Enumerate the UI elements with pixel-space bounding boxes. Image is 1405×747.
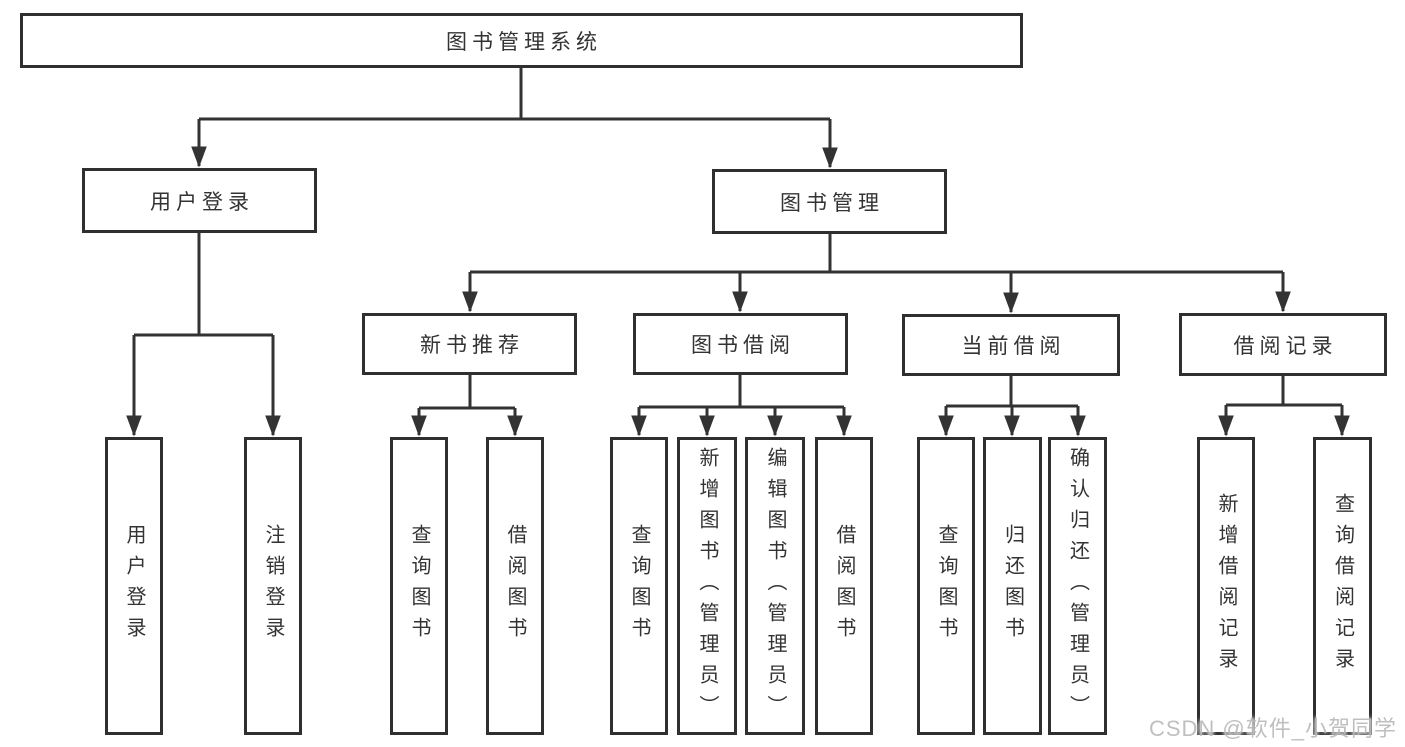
leaf-borrow-books-recommend: 借阅图书 (486, 437, 544, 735)
leaf-query-books-recommend: 查询图书 (390, 437, 448, 735)
leaf-edit-book-admin: 编辑图书（管理员） (745, 437, 805, 735)
node-borrow-records: 借阅记录 (1179, 313, 1387, 376)
node-user-login-branch: 用户登录 (82, 168, 317, 233)
leaf-confirm-return-admin: 确认归还（管理员） (1048, 437, 1107, 735)
leaf-add-borrow-record: 新增借阅记录 (1197, 437, 1255, 735)
leaf-query-borrow-record: 查询借阅记录 (1313, 437, 1372, 735)
leaf-user-login: 用户登录 (105, 437, 163, 735)
leaf-logout: 注销登录 (244, 437, 302, 735)
leaf-add-book-admin: 新增图书（管理员） (677, 437, 737, 735)
leaf-return-book: 归还图书 (983, 437, 1042, 735)
leaf-query-books-current: 查询图书 (917, 437, 975, 735)
leaf-borrow-books-borrow: 借阅图书 (815, 437, 873, 735)
node-book-management-branch: 图书管理 (712, 169, 947, 234)
node-new-book-recommend: 新书推荐 (362, 313, 577, 375)
leaf-query-books-borrow: 查询图书 (610, 437, 668, 735)
node-book-borrow: 图书借阅 (633, 313, 848, 375)
node-current-borrow: 当前借阅 (902, 314, 1120, 376)
watermark: CSDN @软件_小贺同学 (1148, 716, 1397, 741)
node-root: 图书管理系统 (20, 13, 1023, 68)
